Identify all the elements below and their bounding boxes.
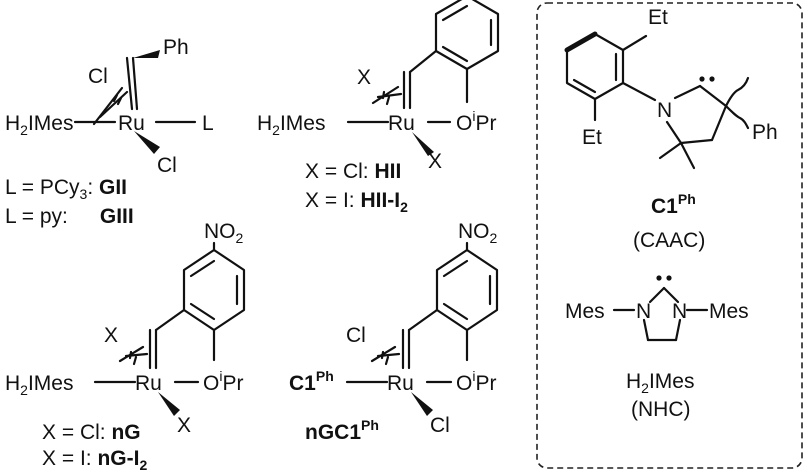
- x-ligand-label: X: [104, 324, 118, 347]
- caption-hii-i2: X = I: HII-I2: [305, 189, 408, 215]
- nitro-label: NO2: [204, 220, 244, 246]
- isopropoxy-label: OiPr: [456, 368, 496, 395]
- mesityl-label: Mes: [565, 300, 605, 323]
- structure-ng: NO2 X H2IMes Ru OiPr X X = Cl: nG X = I:…: [5, 220, 246, 472]
- nitrogen-label: N: [636, 300, 651, 323]
- caac-name: C1Ph: [651, 191, 696, 218]
- isopropoxy-label: OiPr: [203, 368, 243, 395]
- nitrogen-label: N: [657, 99, 672, 122]
- ligand-legend-box: [536, 2, 803, 469]
- l-ligand-label: L: [202, 112, 214, 135]
- isopropoxy-label: OiPr: [456, 108, 496, 135]
- nhc-ligand-label: H2IMes: [5, 372, 73, 398]
- caption-ngc1ph: nGC1Ph: [305, 417, 379, 444]
- caac-type-label: (CAAC): [633, 229, 705, 252]
- caption-ng: X = Cl: nG: [42, 421, 141, 444]
- structure-ngc1ph: NO2 Cl C1Ph Ru OiPr Cl nGC1Ph: [289, 220, 499, 444]
- chloride-label: Cl: [430, 414, 450, 437]
- x-ligand-label: X: [177, 414, 191, 437]
- mesityl-label: Mes: [709, 300, 749, 323]
- nhc-name: H2IMes: [626, 370, 694, 396]
- chloride-label: Cl: [88, 65, 108, 88]
- x-ligand-label: X: [428, 150, 442, 173]
- caption-hii: X = Cl: HII: [305, 160, 401, 183]
- ethyl-label: Et: [648, 6, 668, 29]
- caac-ligand-label: C1Ph: [289, 368, 334, 395]
- x-ligand-label: X: [357, 66, 371, 89]
- structure-caac-c1ph: Et Et N Ph C1Ph (CAAC): [564, 6, 778, 252]
- caption-giii: L = py:GIII: [5, 205, 134, 228]
- phenyl-label: Ph: [163, 36, 189, 59]
- caption-gii: L = PCy3: GII: [5, 176, 127, 202]
- ruthenium-label: Ru: [135, 372, 162, 395]
- ruthenium-label: Ru: [387, 372, 414, 395]
- caption-ng-i2: X = I: nG-I2: [42, 447, 147, 472]
- nhc-type-label: (NHC): [631, 398, 690, 421]
- chloride-label: Cl: [157, 154, 177, 177]
- nhc-ligand-label: H2IMes: [257, 112, 325, 138]
- ethyl-label: Et: [582, 126, 602, 149]
- structure-gii-giii: Cl Ph H2IMes Ru L Cl L = PCy3: GII L = p…: [5, 36, 214, 228]
- chloride-label: Cl: [346, 324, 366, 347]
- nhc-ligand-label: H2IMes: [5, 112, 73, 138]
- nitro-label: NO2: [458, 220, 498, 246]
- structure-nhc-h2imes: Mes N N Mes H2IMes (NHC): [565, 275, 749, 421]
- nitrogen-label: N: [672, 300, 687, 323]
- ruthenium-label: Ru: [118, 112, 145, 135]
- ruthenium-label: Ru: [388, 112, 415, 135]
- structure-hii: X H2IMes Ru OiPr X X = Cl: HII X = I: HI…: [257, 0, 500, 215]
- phenyl-label: Ph: [752, 121, 778, 144]
